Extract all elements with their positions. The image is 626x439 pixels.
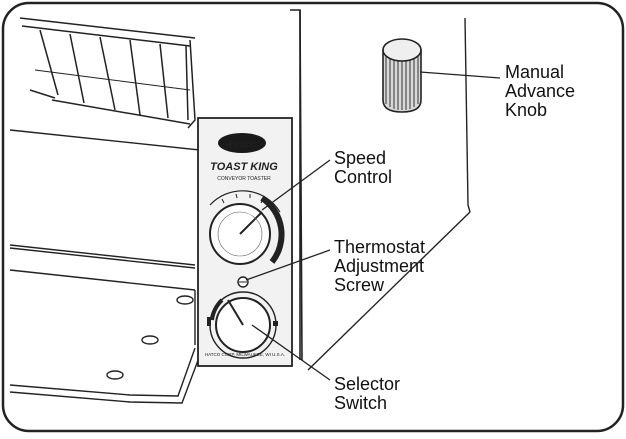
panel-made-in: HATCO CORP. MILWAUKEE, WI U.S.A. [205,352,285,357]
label-selector-switch: Selector Switch [334,374,401,413]
label-manual-advance-knob: Manual Advance Knob [505,62,576,120]
panel-subtitle: CONVEYOR TOASTER [217,176,271,182]
panel-logo: Hatco [229,139,256,150]
leader-speed-control [261,159,331,211]
control-panel: Hatco TOAST KING CONVEYOR TOASTER [197,117,293,367]
toaster-body [290,9,471,371]
hatco-logo-badge [218,133,266,153]
label-speed-control: Speed Control [334,148,393,187]
panel-model: TOAST KING [210,161,278,173]
leader-selector [251,324,331,381]
manual-advance-knob-drawing [382,38,422,113]
leader-thermostat [245,249,331,281]
leader-lines [245,71,501,381]
wire-basket [19,17,196,129]
label-thermostat-adjustment-screw: Thermostat Adjustment Screw [334,237,426,295]
leader-manual-advance [419,71,501,79]
speed-scale-arc [260,195,285,264]
